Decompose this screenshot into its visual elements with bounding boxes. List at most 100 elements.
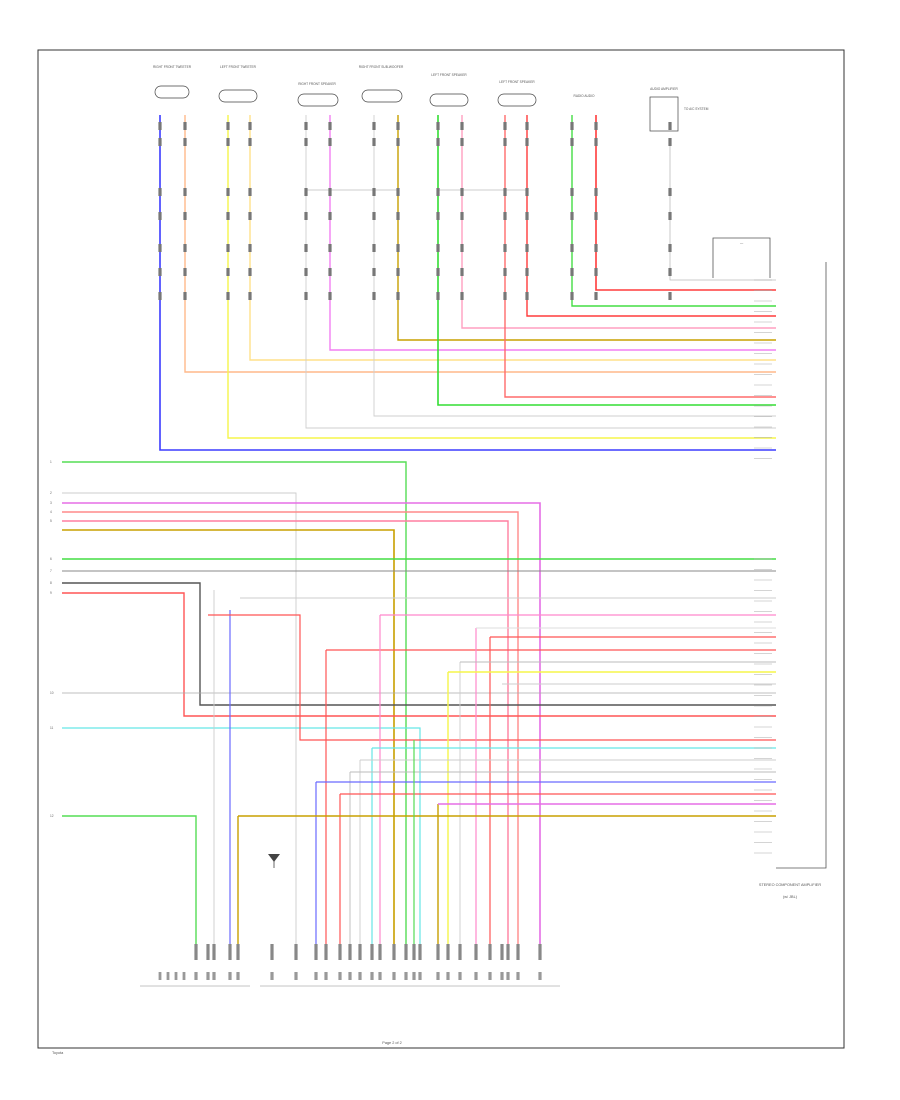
connector-pin — [158, 212, 162, 220]
boxed-note-text: TO A/C SYSTEM — [684, 107, 709, 111]
connector-pin — [174, 972, 178, 980]
connector-pin — [668, 188, 672, 196]
wire — [184, 115, 776, 373]
connector-pin — [668, 244, 672, 252]
connector-pin — [538, 972, 542, 980]
connector-pin — [328, 138, 332, 146]
wire — [526, 115, 776, 317]
connector-pin — [158, 972, 162, 980]
connector-pin — [594, 122, 598, 130]
svg-text:(w/ JBL): (w/ JBL) — [783, 895, 798, 899]
connector-pin — [236, 944, 240, 960]
connector-pin — [538, 944, 542, 960]
left-marker: 5 — [50, 519, 52, 523]
connector-pin — [328, 188, 332, 196]
connector-pin — [412, 972, 416, 980]
connector-pin — [158, 244, 162, 252]
connector-pin — [372, 122, 376, 130]
connector-pin — [570, 188, 574, 196]
connector-pin — [503, 292, 507, 300]
connector-pin — [396, 188, 400, 196]
connector-pin — [458, 944, 462, 960]
connector-pin — [248, 292, 252, 300]
connector-pin — [248, 188, 252, 196]
connector-pin — [194, 944, 198, 960]
component-label: RIGHT FRONT TWEETER — [153, 65, 192, 69]
wire — [504, 115, 776, 398]
wire — [62, 520, 509, 950]
left-marker: 8 — [50, 581, 52, 585]
connector-pin — [446, 944, 450, 960]
connector-pin — [436, 292, 440, 300]
wire — [62, 815, 197, 950]
connector-pin — [248, 244, 252, 252]
connector-pin — [294, 944, 298, 960]
connector-pin — [324, 972, 328, 980]
connector-pin — [503, 188, 507, 196]
connector-pin — [372, 268, 376, 276]
wire — [62, 461, 407, 950]
connector-pin — [372, 212, 376, 220]
connector-pin — [372, 138, 376, 146]
connector-pin — [270, 944, 274, 960]
left-marker: 12 — [50, 814, 54, 818]
connector-pin — [668, 212, 672, 220]
connector-pin — [226, 268, 230, 276]
svg-text:—: — — [740, 241, 744, 245]
connector-pin — [304, 122, 308, 130]
component-label: RIGHT FRONT SPEAKER — [298, 82, 336, 86]
connector-pin — [668, 122, 672, 130]
connector-pin — [525, 188, 529, 196]
connector-pin — [460, 138, 464, 146]
connector-pin — [248, 268, 252, 276]
connector-pin — [392, 972, 396, 980]
left-marker: 6 — [50, 557, 52, 561]
footer-left: Toyota — [52, 1051, 64, 1055]
wire — [595, 115, 776, 291]
connector-pin — [183, 138, 187, 146]
wire — [305, 115, 776, 429]
connector-pin — [488, 972, 492, 980]
connector-pin — [404, 972, 408, 980]
footer-center: Page 2 of 2 — [382, 1041, 401, 1045]
connector-pin — [516, 972, 520, 980]
connector-pin — [206, 944, 210, 960]
left-marker: 4 — [50, 510, 52, 514]
connector-pin — [348, 944, 352, 960]
connector-pin — [370, 944, 374, 960]
wire — [62, 727, 421, 950]
connector-pin — [594, 292, 598, 300]
connector-pin — [396, 244, 400, 252]
wire — [62, 529, 395, 950]
connector-pin — [570, 268, 574, 276]
connector-pin — [304, 292, 308, 300]
connector-pin — [436, 122, 440, 130]
connector-pin — [474, 972, 478, 980]
connector-pin — [314, 972, 318, 980]
connector-pin — [183, 122, 187, 130]
svg-text:STEREO COMPONENT AMPLIFIER: STEREO COMPONENT AMPLIFIER — [759, 883, 821, 887]
connector-pin — [418, 972, 422, 980]
connector-pin — [500, 944, 504, 960]
connector-pin — [183, 292, 187, 300]
connector-pin — [328, 212, 332, 220]
wire — [461, 115, 776, 329]
connector-pin — [460, 268, 464, 276]
component-label: LEFT FRONT SPEAKER — [499, 80, 535, 84]
connector-pin — [503, 122, 507, 130]
component-label: LEFT FRONT SPEAKER — [431, 73, 467, 77]
connector-pin — [500, 972, 504, 980]
connector-pin — [570, 212, 574, 220]
component-headers: RIGHT FRONT TWEETER LEFT FRONT TWEETER R… — [153, 65, 709, 132]
connector-pin — [328, 244, 332, 252]
right-pin-layer — [754, 279, 772, 854]
connector-pin — [304, 244, 308, 252]
connector-pin — [270, 972, 274, 980]
connector-pin — [436, 944, 440, 960]
connector-pin — [206, 972, 210, 980]
right-bracket — [776, 262, 827, 869]
connector-pin — [226, 122, 230, 130]
diagram-frame — [37, 49, 845, 1049]
connector-pin — [460, 244, 464, 252]
